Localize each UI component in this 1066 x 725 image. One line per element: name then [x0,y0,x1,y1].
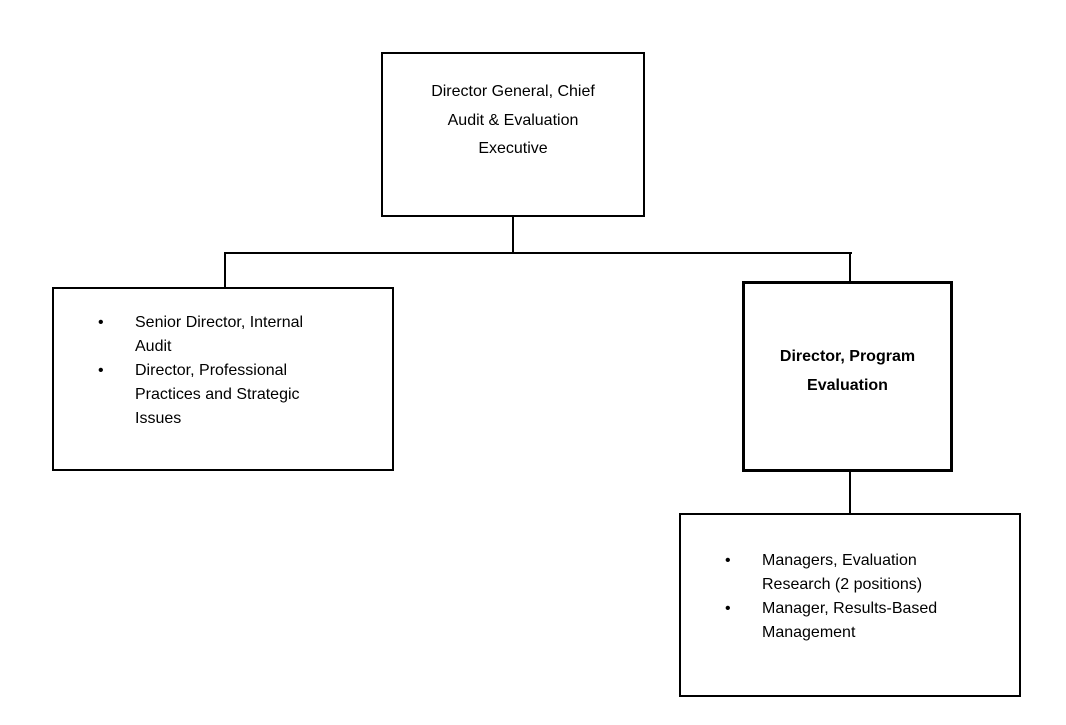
node-evaluation-managers-group: • Managers, Evaluation Research (2 posit… [679,513,1021,697]
connector-branch-rail [224,252,852,254]
list-item: • Managers, Evaluation Research (2 posit… [725,549,1019,597]
node-text-line: Director, Program [779,348,916,365]
list-item: • Director, Professional Practices and S… [98,359,392,431]
bullet-icon: • [725,552,731,569]
node-text-line: Evaluation [807,377,888,394]
node-text-line: Audit & Evaluation [447,111,579,129]
node-program-evaluation-director: Director, Program Evaluation [742,281,953,472]
connector-right-branch-drop [849,252,851,282]
list-item-label: Director, Professional Practices and Str… [135,362,300,427]
node-text-line: Executive [478,140,548,157]
connector-evaluation-managers-drop [849,470,851,514]
list-item-label: Manager, Results-Based Management [762,600,938,641]
bullet-icon: • [98,314,104,331]
list-item: • Manager, Results-Based Management [725,597,1019,645]
list-item-label: Senior Director, Internal Audit [135,314,304,355]
list-item-label: Managers, Evaluation Research (2 positio… [762,552,923,593]
node-audit-directors-group: • Senior Director, Internal Audit • Dire… [52,287,394,471]
list-item: • Senior Director, Internal Audit [98,311,392,359]
node-director-general: Director General, Chief Audit & Evaluati… [381,52,645,217]
connector-left-branch-drop [224,252,226,288]
bullet-icon: • [725,600,731,617]
bullet-icon: • [98,362,104,379]
connector-root-drop [512,215,514,253]
node-text-line: Director General, Chief [431,83,595,100]
